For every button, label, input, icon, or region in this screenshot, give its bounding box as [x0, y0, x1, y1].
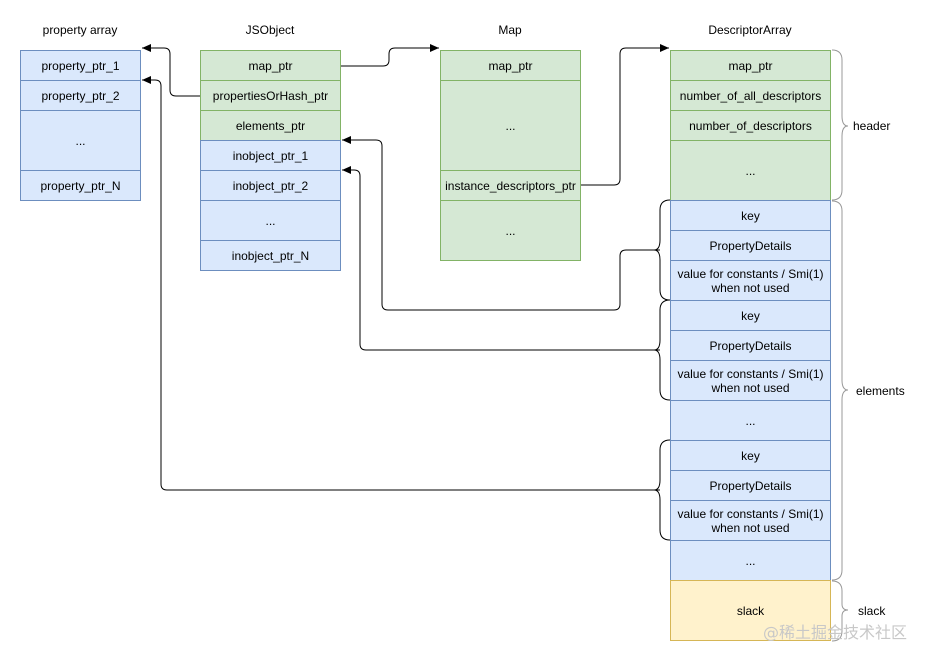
header-label: header — [853, 119, 891, 133]
descriptor-elements-ellipsis-cell: ... — [670, 400, 831, 441]
property-ptr-1-cell: property_ptr_1 — [20, 50, 141, 81]
map-map-ptr-cell: map_ptr — [440, 50, 581, 81]
elements-label: elements — [856, 384, 905, 398]
header-brace — [831, 49, 849, 201]
jsobject-inobject-ptr-1-cell: inobject_ptr_1 — [200, 140, 341, 171]
map-ellipsis-cell-2: ... — [440, 200, 581, 261]
descriptor-property-details-cell: PropertyDetails — [670, 230, 831, 261]
jsobject-map-ptr-cell: map_ptr — [200, 50, 341, 81]
slack-brace — [831, 580, 849, 642]
descriptor-map-ptr-cell: map_ptr — [670, 50, 831, 81]
descriptor-number-of-all-cell: number_of_all_descriptors — [670, 80, 831, 111]
entry1-to-inobject1-arrow — [342, 136, 660, 311]
descriptor-elements-ellipsis-cell: ... — [670, 540, 831, 581]
property-array-title: property array — [42, 23, 118, 37]
slack-label: slack — [858, 604, 886, 618]
map-ellipsis-cell: ... — [440, 80, 581, 171]
elements-brace — [831, 200, 849, 581]
jsobject-properties-or-hash-cell: propertiesOrHash_ptr — [200, 80, 341, 111]
entry1-brace — [653, 199, 671, 301]
descriptor-key-cell: key — [670, 200, 831, 231]
map-instance-descriptors-ptr-cell: instance_descriptors_ptr — [440, 170, 581, 201]
watermark: @稀土掘金技术社区 — [762, 623, 907, 642]
descriptor-number-of-descriptors-cell: number_of_descriptors — [670, 110, 831, 141]
property-ellipsis-cell: ... — [20, 110, 141, 171]
descriptor-value-cell: value for constants / Smi(1) when not us… — [670, 500, 831, 541]
descriptor-property-details-cell: PropertyDetails — [670, 470, 831, 501]
entryN-brace — [653, 439, 671, 541]
map-pointer-arrow — [341, 44, 439, 67]
property-ptr-n-cell: property_ptr_N — [20, 170, 141, 201]
descriptor-value-cell: value for constants / Smi(1) when not us… — [670, 360, 831, 401]
map-title: Map — [498, 23, 522, 37]
descriptor-slack-cell: slack — [670, 580, 831, 641]
descriptor-header-ellipsis-cell: ... — [670, 140, 831, 201]
descriptor-key-cell: key — [670, 440, 831, 471]
jsobject-inobject-ptr-n-cell: inobject_ptr_N — [200, 240, 341, 271]
jsobject-inobject-ptr-2-cell: inobject_ptr_2 — [200, 170, 341, 201]
descriptors-pointer-arrow — [581, 44, 669, 186]
entry2-to-inobject2-arrow — [342, 166, 660, 351]
descriptor-value-cell: value for constants / Smi(1) when not us… — [670, 260, 831, 301]
properties-pointer-arrow — [142, 44, 200, 97]
descriptor-array-title: DescriptorArray — [708, 23, 792, 37]
entryN-to-property2-arrow — [142, 76, 660, 491]
jsobject-title: JSObject — [245, 23, 295, 37]
entry2-brace — [653, 299, 671, 401]
